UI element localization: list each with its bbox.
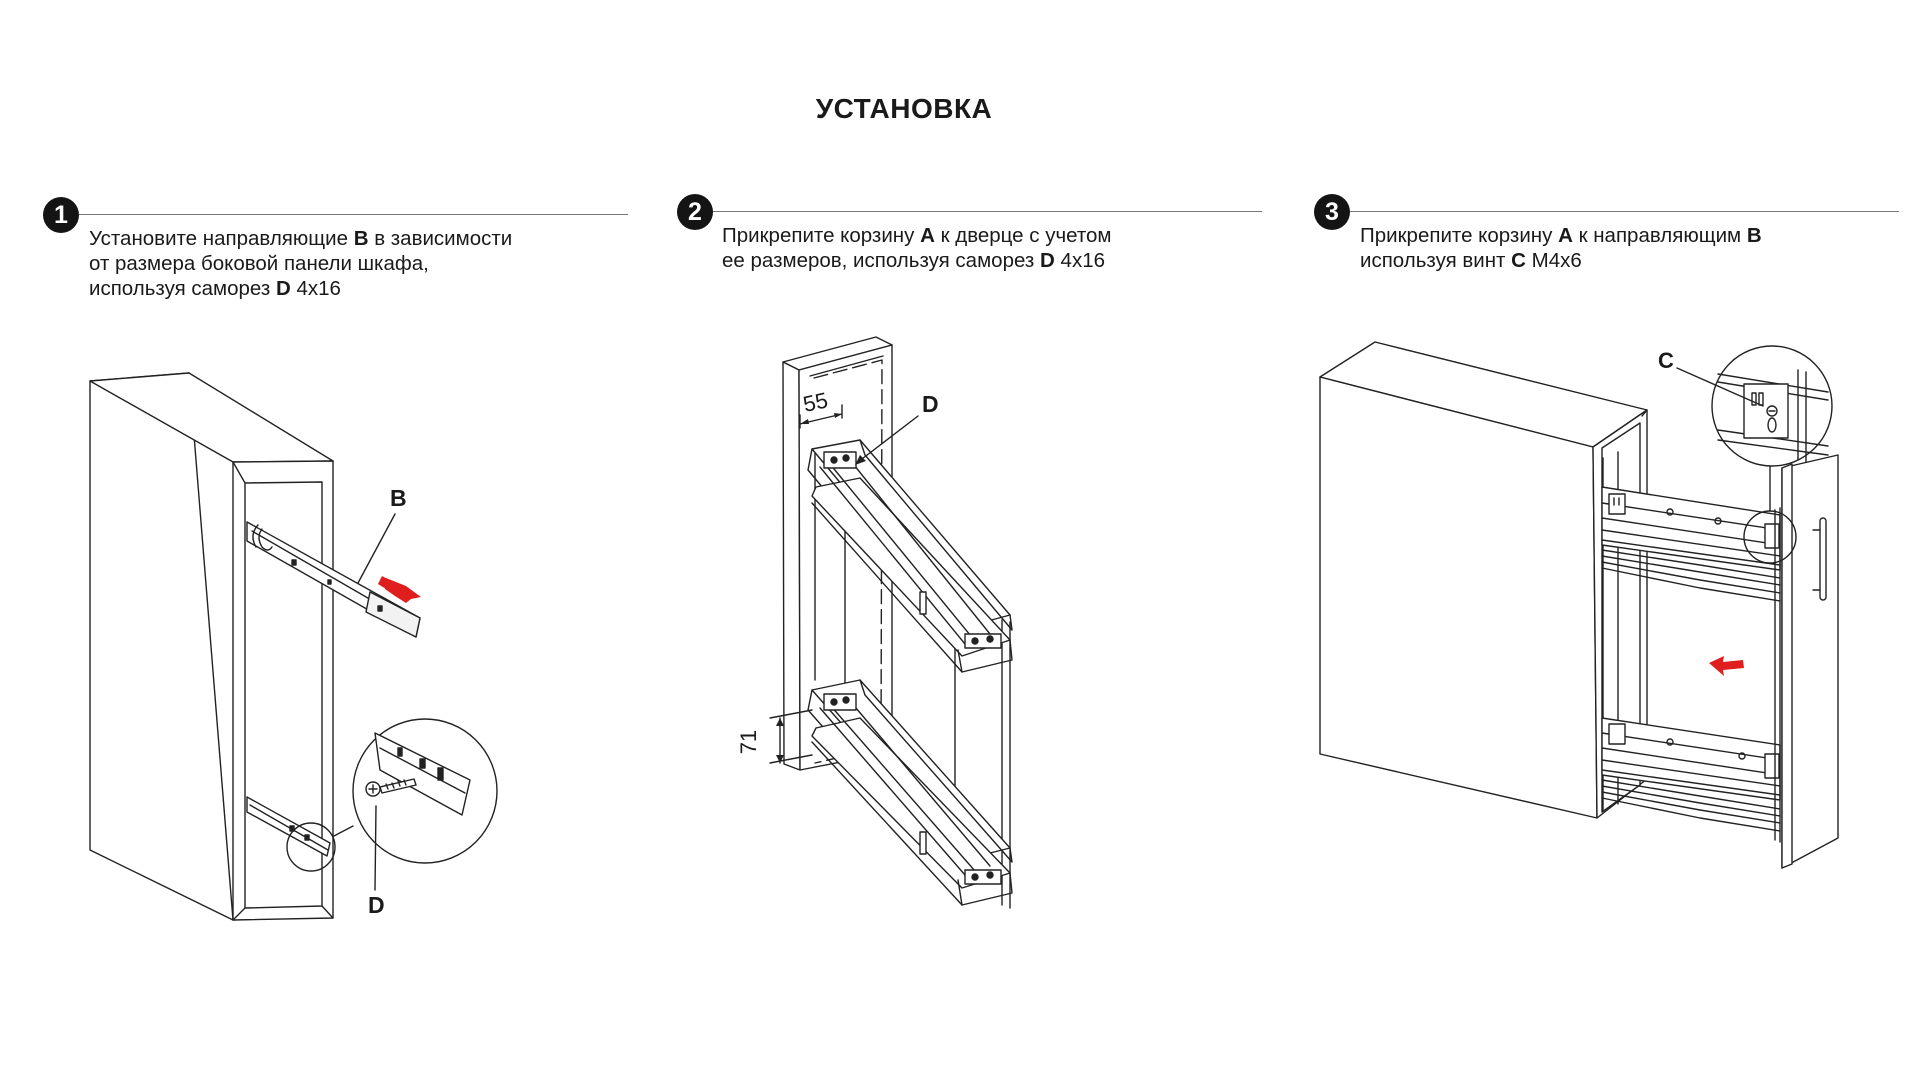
step-3-header: 3 bbox=[1314, 194, 1899, 238]
step-2-instruction: Прикрепите корзину A к дверце с учетом е… bbox=[722, 223, 1242, 273]
instruction-run: M4x6 bbox=[1525, 249, 1582, 272]
figure-2-dim-71-text: 71 bbox=[736, 730, 761, 754]
figure-2-leader-arrowhead bbox=[855, 455, 866, 465]
step-2-badge: 2 bbox=[677, 194, 713, 230]
figure-3-detail-callout bbox=[1711, 345, 1833, 564]
step-2-divider bbox=[713, 211, 1262, 212]
instruction-run: к дверце с учетом ее размеров, используя… bbox=[722, 224, 1112, 272]
step-1-instruction: Установите направляющие B в зависимости … bbox=[89, 226, 609, 301]
figure-3-cabinet bbox=[1319, 341, 1648, 819]
part-letter: B bbox=[353, 227, 369, 250]
instruction-run: в зависимости от размера боковой панели … bbox=[89, 227, 513, 300]
instruction-run: 4x16 bbox=[290, 277, 341, 300]
step-3-divider bbox=[1350, 211, 1899, 212]
figure-3-door-handle bbox=[1819, 517, 1827, 601]
instruction-run: Прикрепите корзину bbox=[1360, 224, 1559, 247]
figure-3-pullout-basket bbox=[1601, 422, 1781, 843]
part-letter: D bbox=[1040, 249, 1055, 272]
figure-1-arrow-tail bbox=[378, 576, 402, 595]
instruction-run: 4x16 bbox=[1054, 249, 1105, 272]
instruction-run: Прикрепите корзину bbox=[722, 224, 921, 247]
figure-1-label-d: D bbox=[368, 892, 385, 918]
figure-2-leader-d bbox=[857, 415, 919, 463]
instruction-run: используя винт bbox=[1360, 249, 1506, 272]
step-3-badge: 3 bbox=[1314, 194, 1350, 230]
step-1-header: 1 bbox=[43, 197, 628, 241]
figure-2-dimension-55: 55 bbox=[799, 387, 843, 429]
figure-1-detail-callout bbox=[286, 718, 498, 872]
figure-1-cabinet bbox=[89, 372, 334, 921]
page-title: УСТАНОВКА bbox=[815, 93, 993, 124]
instruction-run: Установите направляющие bbox=[89, 227, 354, 250]
part-letter: C bbox=[1511, 249, 1526, 272]
step-1-badge: 1 bbox=[43, 197, 79, 233]
figure-2-dimension-71: 71 bbox=[736, 709, 813, 764]
figure-1-lower-rail bbox=[246, 796, 331, 857]
figure-3-label-c: C bbox=[1658, 348, 1674, 373]
part-letter: A bbox=[920, 224, 935, 247]
figure-3-door-front bbox=[1781, 454, 1839, 869]
figure-1-leader-d bbox=[374, 805, 377, 891]
figure-3-direction-arrow-icon bbox=[1709, 656, 1744, 676]
step-3-instruction: Прикрепите корзину A к направляющим B ис… bbox=[1360, 223, 1880, 273]
figure-1-upper-rail bbox=[246, 521, 421, 638]
part-letter: D bbox=[275, 277, 291, 300]
figure-1-leader-b bbox=[357, 513, 396, 584]
instruction-run: к направляющим bbox=[1572, 224, 1747, 247]
figure-1-label-b: B bbox=[390, 485, 407, 511]
figure-3-leader-c bbox=[1676, 367, 1764, 407]
part-letter: A bbox=[1558, 224, 1573, 247]
figure-2-basket bbox=[807, 439, 1013, 909]
figure-2-dim-55-text: 55 bbox=[801, 387, 830, 417]
figure-2-label-d: D bbox=[922, 391, 939, 417]
step-1-divider bbox=[79, 214, 628, 215]
part-letter: B bbox=[1746, 224, 1762, 247]
step-2-header: 2 bbox=[677, 194, 1262, 238]
